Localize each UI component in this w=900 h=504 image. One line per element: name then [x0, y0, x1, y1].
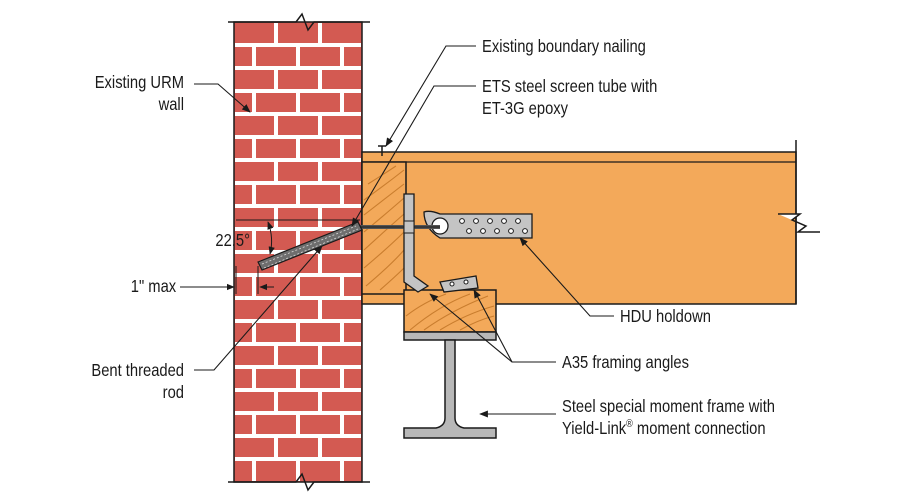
label-max-distance: 1" max [131, 277, 177, 297]
wall-break-bottom [228, 472, 370, 492]
leader-holdown [519, 237, 614, 317]
angle-dimension [236, 219, 360, 255]
screw-hole [515, 218, 521, 224]
label-screen-tube-2: ET-3G epoxy [482, 99, 569, 119]
label-holdown: HDU holdown [620, 307, 711, 327]
label-moment-frame-1: Steel special moment frame with [562, 397, 775, 417]
leader-angle-1 [429, 293, 556, 363]
leader-rod [194, 245, 323, 371]
joist-break [778, 213, 820, 233]
bent-threaded-rod [257, 220, 440, 271]
label-framing-angles: A35 framing angles [562, 353, 689, 373]
screw-hole [494, 228, 500, 234]
screen-tube [257, 221, 363, 271]
label-rod-2: rod [163, 383, 184, 403]
label-rod-1: Bent threaded [91, 361, 184, 381]
max-distance-dimension [180, 266, 274, 294]
label-moment-frame-2: Yield-Link® moment connection [562, 418, 766, 438]
label-screen-tube-1: ETS steel screen tube with [482, 77, 657, 97]
leader-nailing [385, 45, 476, 147]
label-angle: 22.5° [215, 231, 250, 251]
holdown-screws [459, 218, 528, 234]
label-boundary-nailing: Existing boundary nailing [482, 37, 646, 57]
leader-angle-2 [473, 289, 513, 363]
leader-screen-tube [351, 85, 476, 227]
holdown-body [423, 210, 533, 239]
rod-nut [403, 220, 415, 234]
holdown-vertical-plate [403, 193, 430, 293]
screw-hole [480, 228, 486, 234]
callout-labels: Existing URM wall Existing boundary nail… [91, 37, 775, 439]
screw-hole [501, 218, 507, 224]
steel-beam [403, 331, 497, 439]
steel-top-flange [403, 331, 497, 341]
screw-hole [459, 218, 465, 224]
screw-hole [522, 228, 528, 234]
screw-hole [487, 218, 493, 224]
label-moment-frame-2a: Yield-Link [562, 419, 627, 439]
nailer-end-grain [405, 293, 495, 331]
label-existing-wall-1: Existing URM [95, 73, 184, 93]
screw-hole [473, 218, 479, 224]
label-moment-frame-2b: moment connection [633, 419, 766, 439]
wood-framing [361, 140, 820, 333]
angle-nail-1 [449, 281, 455, 287]
steel-web [403, 339, 497, 439]
screw-hole [508, 228, 514, 234]
label-moment-frame-sup: ® [626, 418, 633, 430]
label-existing-wall-2: wall [158, 95, 184, 115]
framing-angle-body [439, 275, 479, 293]
angle-nail-2 [463, 279, 469, 285]
screw-hole [466, 228, 472, 234]
a35-framing-angle [439, 275, 479, 293]
screen-tube-texture [261, 225, 359, 269]
wall-break-top [228, 12, 370, 32]
urm-brick-wall [228, 12, 370, 492]
leader-lines [194, 45, 614, 418]
leader-wall [194, 83, 251, 113]
